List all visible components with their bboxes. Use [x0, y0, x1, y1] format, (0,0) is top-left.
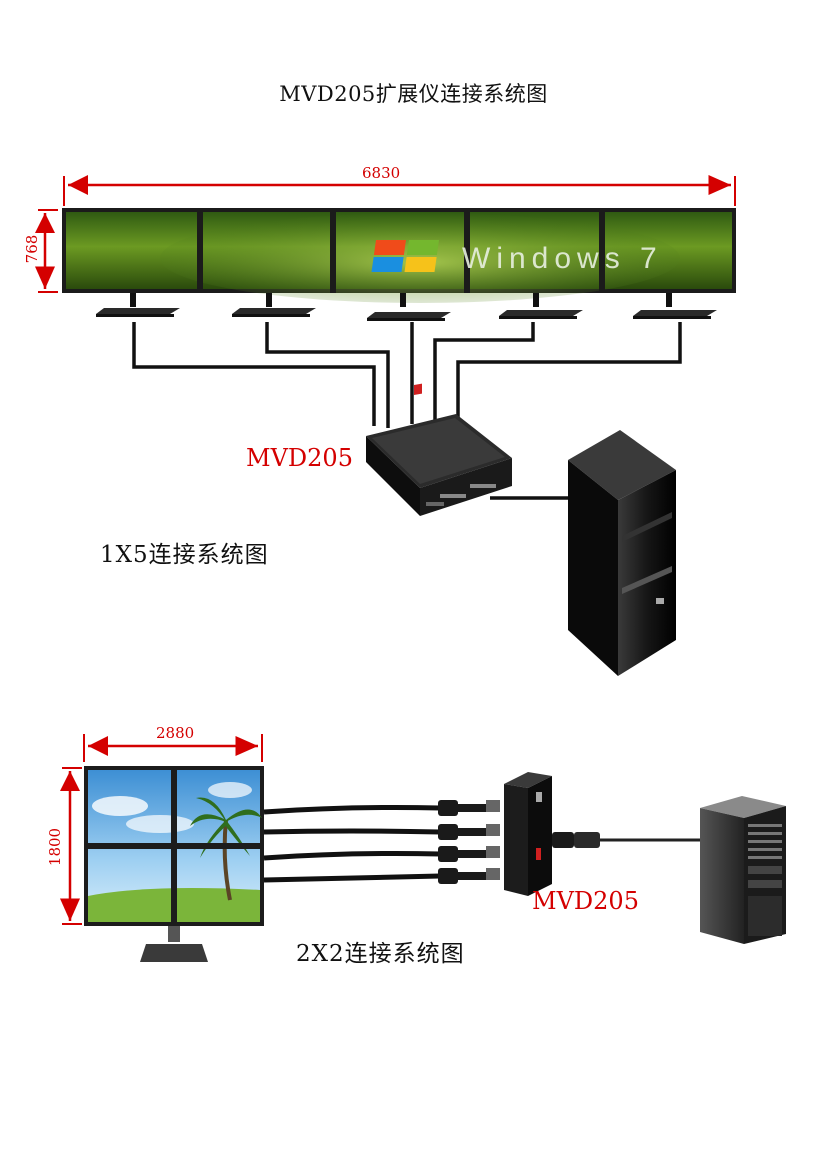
- width-dimension-line-1: [63, 175, 736, 206]
- height-dimension-line-1: [35, 209, 58, 293]
- pc-tower-1: [568, 430, 676, 676]
- pc-tower-2: [700, 796, 786, 944]
- mvd205-device-2: [486, 772, 552, 896]
- windows7-screen-text: Windows 7: [462, 242, 663, 275]
- monitor-stand-2x2: [140, 926, 208, 962]
- cables-1x5: [132, 322, 682, 500]
- width-dimension-label-1: 6830: [362, 164, 401, 182]
- height-dimension-label-1: 768: [23, 234, 41, 264]
- monitor-stands-1x5: [96, 293, 717, 321]
- caption-1x5: 1X5连接系统图: [100, 542, 269, 568]
- windows-logo-icon: [371, 240, 439, 272]
- device-label-2: MVD205: [532, 887, 639, 915]
- monitor-wall-2x2: [84, 766, 264, 926]
- mvd205-device-1: [366, 383, 512, 516]
- cables-2x2: [263, 805, 441, 883]
- page-title: MVD205扩展仪连接系统图: [279, 82, 548, 106]
- caption-2x2: 2X2连接系统图: [296, 941, 465, 967]
- width-dimension-label-2: 2880: [156, 724, 195, 742]
- height-dimension-line-2: [60, 767, 82, 925]
- height-dimension-label-2: 1800: [46, 827, 64, 867]
- monitor-wall-1x5: [62, 208, 736, 303]
- width-dimension-line-2: [83, 734, 263, 762]
- cable-to-pc-2: [552, 832, 704, 848]
- device-label-1: MVD205: [246, 444, 353, 472]
- cable-connectors-2x2: [438, 800, 488, 884]
